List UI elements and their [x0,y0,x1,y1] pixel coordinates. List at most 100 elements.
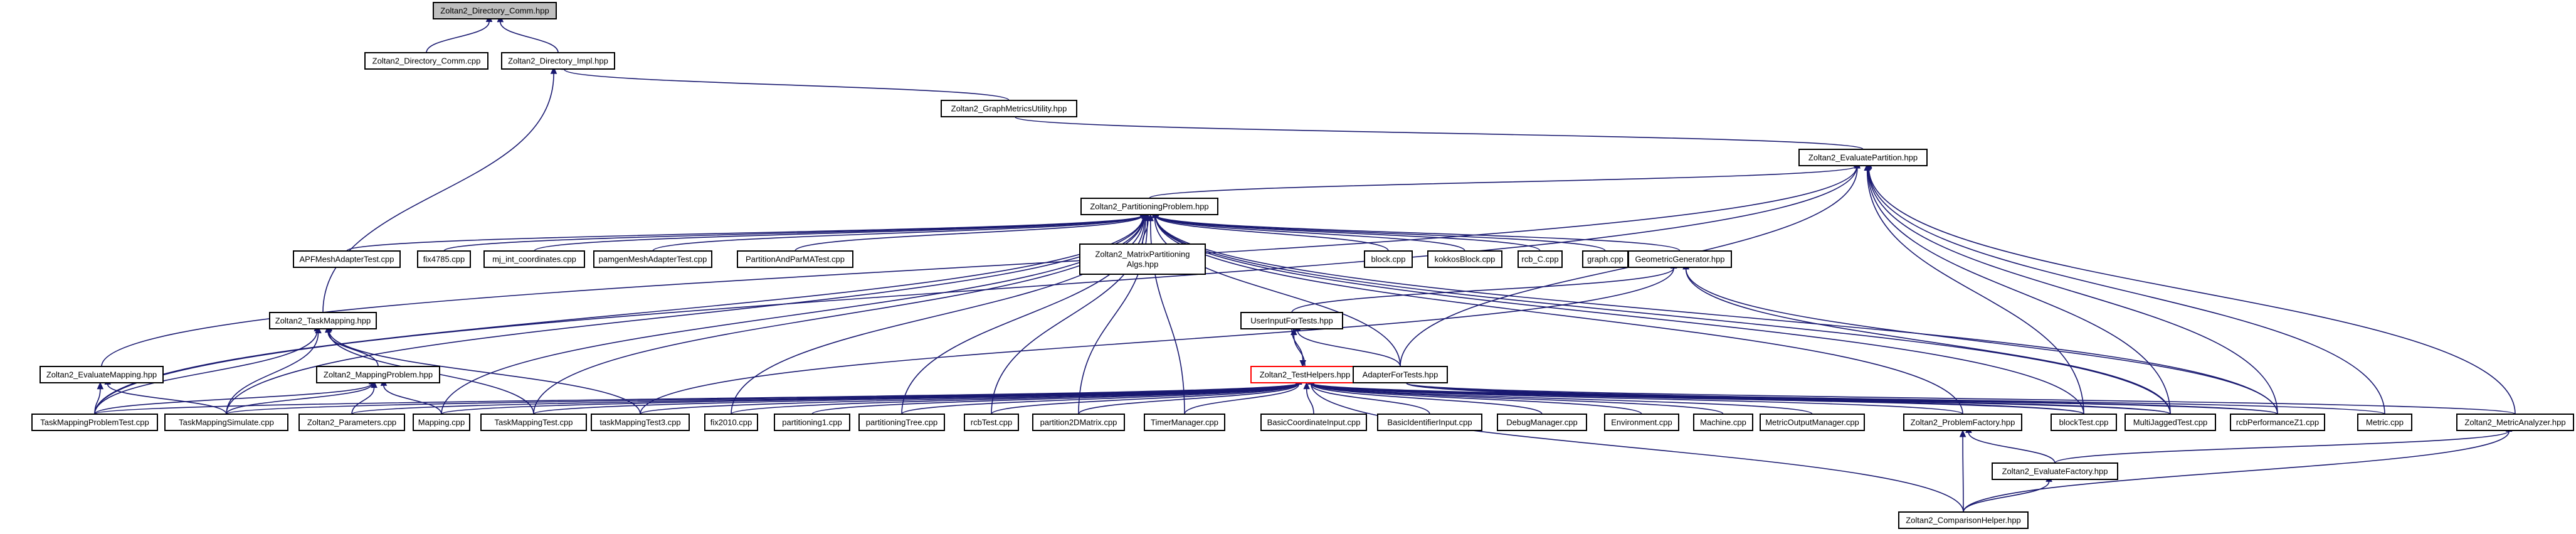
edge-line [1311,382,1963,415]
node-graphcpp[interactable]: graph.cpp [1582,250,1628,268]
node-box [40,366,164,383]
node-box [591,414,690,431]
edge-userinput-to-testhelpers [1291,328,1306,368]
edge-line [1868,168,2385,415]
node-dircommcpp[interactable]: Zoltan2_Directory_Comm.cpp [364,52,488,70]
node-box [293,250,401,268]
node-label: TaskMappingTest.cpp [494,418,573,427]
node-evalfactory[interactable]: Zoltan2_EvaluateFactory.hpp [1992,462,2118,480]
node-tmsim[interactable]: TaskMappingSimulate.cpp [164,414,288,431]
node-taskmapping[interactable]: Zoltan2_TaskMapping.hpp [269,312,377,329]
node-label: Machine.cpp [1700,418,1746,427]
node-block[interactable]: block.cpp [1364,250,1413,268]
node-box [1693,414,1753,431]
node-box [2357,414,2412,431]
node-testhelpers[interactable]: Zoltan2_TestHelpers.hpp [1250,366,1359,383]
node-fix2010[interactable]: fix2010.cpp [704,414,758,431]
node-box [501,52,615,70]
node-metricanalyzer[interactable]: Zoltan2_MetricAnalyzer.hpp [2456,414,2574,431]
node-label: TimerManager.cpp [1151,418,1218,427]
node-machine[interactable]: Machine.cpp [1693,414,1753,431]
node-rcbtest[interactable]: rcbTest.cpp [964,414,1019,431]
edge-tmsim-to-evalmapping [104,377,227,415]
node-comparison[interactable]: Zoltan2_ComparisonHelper.hpp [1898,511,2029,529]
node-mjint[interactable]: mj_int_coordinates.cpp [483,250,585,268]
node-basiccoord[interactable]: BasicCoordinateInput.cpp [1260,414,1367,431]
node-evalpart[interactable]: Zoltan2_EvaluatePartition.hpp [1798,149,1928,166]
node-mappingcpp[interactable]: Mapping.cpp [413,414,470,431]
node-kokkosblock[interactable]: kokkosBlock.cpp [1427,250,1502,268]
node-geomgen[interactable]: GeometricGenerator.hpp [1628,250,1732,268]
node-mjtest[interactable]: MultiJaggedTest.cpp [2125,414,2216,431]
edge-line [1149,165,1857,199]
edge-line [101,166,1857,367]
node-partprob[interactable]: Zoltan2_PartitioningProblem.hpp [1080,198,1218,215]
node-label: Zoltan2_GraphMetricsUtility.hpp [951,104,1067,114]
edge-line [1155,215,1606,252]
edge-line [1297,331,1401,367]
node-partitioning1[interactable]: partitioning1.cpp [774,414,850,431]
edge-dircommcpp-to-root [426,14,493,53]
node-partparma[interactable]: PartitionAndParMATest.cpp [737,250,853,268]
node-apf[interactable]: APFMeshAdapterTest.cpp [293,250,401,268]
node-params[interactable]: Zoltan2_Parameters.cpp [298,414,405,431]
node-partitioningtree[interactable]: partitioningTree.cpp [858,414,945,431]
nodes-layer: Zoltan2_Directory_Comm.hppZoltan2_Direct… [31,2,2574,529]
node-box [1898,511,2029,529]
edge-line [1963,431,2510,513]
node-metricoutput[interactable]: MetricOutputManager.cpp [1760,414,1865,431]
node-label: partitioningTree.cpp [866,418,937,427]
node-label: Zoltan2_ComparisonHelper.hpp [1906,516,2021,525]
node-box [1260,414,1367,431]
node-mappingprob[interactable]: Zoltan2_MappingProblem.hpp [316,366,440,383]
node-fix4785[interactable]: fix4785.cpp [417,250,471,268]
node-userinput[interactable]: UserInputForTests.hpp [1240,312,1343,329]
node-dirimpl[interactable]: Zoltan2_Directory_Impl.hpp [501,52,615,70]
node-environment[interactable]: Environment.cpp [1604,414,1679,431]
node-debugmanager[interactable]: DebugManager.cpp [1497,414,1587,431]
edge-comparison-to-probfactory [1959,429,1966,513]
edge-mjtest-to-evalpart [1864,163,2171,415]
node-label: taskMappingTest3.cpp [599,418,680,427]
edge-line [1155,215,1541,252]
node-graphmetrics[interactable]: Zoltan2_GraphMetricsUtility.hpp [941,100,1077,117]
node-probfactory[interactable]: Zoltan2_ProblemFactory.hpp [1903,414,2022,431]
node-box [1497,414,1587,431]
node-box [1353,366,1448,383]
node-basicident[interactable]: BasicIdentifierInput.cpp [1377,414,1482,431]
node-box [1080,198,1218,215]
node-label: MetricOutputManager.cpp [1765,418,1859,427]
node-metriccpp[interactable]: Metric.cpp [2357,414,2412,431]
edge-line [1311,383,1642,415]
node-root[interactable]: Zoltan2_Directory_Comm.hpp [433,2,557,19]
node-rcbperf[interactable]: rcbPerformanceZ1.cpp [2230,414,2325,431]
node-box [480,414,587,431]
edge-arrowhead [1144,213,1151,221]
edge-line [1968,432,2056,464]
edge-line [533,216,1144,415]
edge-rcbperf-to-partprob [1152,208,2278,415]
edge-evalpart-to-graphmetrics [1011,110,1864,150]
edge-line [441,216,1144,415]
node-rcbc[interactable]: rcb_C.cpp [1518,250,1563,268]
node-tmptest[interactable]: TaskMappingProblemTest.cpp [31,414,158,431]
node-adapterfortests[interactable]: AdapterForTests.hpp [1353,366,1448,383]
node-label: Zoltan2_TaskMapping.hpp [275,316,371,326]
edge-blocktest-to-evalpart [1864,163,2084,415]
node-label: Zoltan2_PartitioningProblem.hpp [1090,202,1208,211]
node-tmtest3[interactable]: taskMappingTest3.cpp [591,414,690,431]
edge-line [640,268,1674,415]
node-label: Zoltan2_Parameters.cpp [307,418,396,427]
edge-line [1963,481,2050,513]
node-evalmapping[interactable]: Zoltan2_EvaluateMapping.hpp [40,366,164,383]
node-timermanager[interactable]: TimerManager.cpp [1144,414,1225,431]
edge-line [1154,218,1401,367]
node-box [413,414,470,431]
node-label: partition2DMatrix.cpp [1040,418,1117,427]
node-partition2d[interactable]: partition2DMatrix.cpp [1032,414,1125,431]
node-blocktest[interactable]: blockTest.cpp [2051,414,2117,431]
edge-fix4785-to-partprob [443,208,1147,252]
node-pamgen[interactable]: pamgenMeshAdapterTest.cpp [593,250,712,268]
node-tmtest[interactable]: TaskMappingTest.cpp [480,414,587,431]
